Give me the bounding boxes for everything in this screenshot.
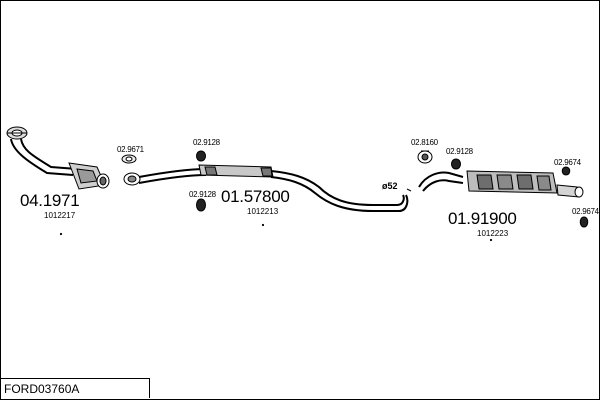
label-rubber-tail-top: 02.9674 (554, 158, 581, 167)
label-hanger-rear: 02.9128 (446, 147, 473, 156)
front-pipe (10, 138, 74, 176)
label-hanger-mid-bottom: 02.9128 (189, 190, 216, 199)
middle-silencer-icon (198, 164, 274, 178)
gasket-icon (121, 154, 137, 164)
part-ref-middle: 1012213 (247, 207, 279, 216)
intermediate-pipe (270, 170, 405, 206)
label-rubber-tail-bottom: 02.9674 (572, 207, 599, 216)
part-number-rear: 01.91900 (448, 209, 517, 228)
label-hanger-mid-top: 02.9128 (193, 138, 220, 147)
part-ref-front: 1012217 (44, 211, 76, 220)
front-flange-icon (6, 126, 28, 140)
part-number-front: 04.1971 (20, 191, 80, 210)
catalytic-converter-icon (68, 162, 110, 190)
part-ref-rear: 1012223 (477, 229, 509, 238)
tail-pipe-icon (556, 184, 584, 198)
rear-inlet-pipe (418, 171, 464, 188)
rear-silencer-icon (466, 170, 558, 194)
label-gasket-front: 02.9671 (117, 145, 144, 154)
part-number-middle: 01.57800 (221, 187, 290, 206)
pipe-clamp-icon (123, 172, 141, 186)
hanger-icon (196, 150, 589, 228)
diameter-label: ø52 (382, 181, 398, 191)
drawing-title: FORD03760A (1, 378, 150, 398)
clamp-icon (417, 150, 433, 164)
label-clamp-rear: 02.8160 (411, 138, 438, 147)
